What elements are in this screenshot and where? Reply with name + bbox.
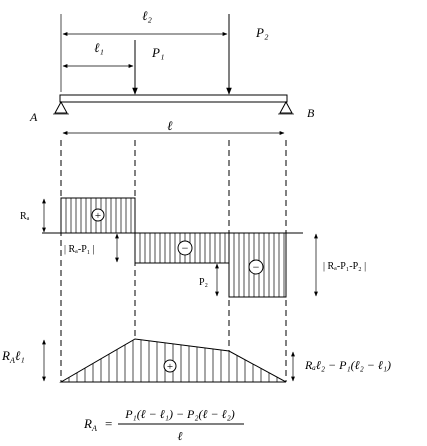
shear-negative-1-sign: − bbox=[182, 241, 189, 255]
shear-diagram: + − − Rₐ | Rₐ-P₁ | P₂ | Rₐ-P₁-P₂ | bbox=[20, 197, 366, 298]
moment-positive-sign: + bbox=[167, 361, 173, 373]
support-b-triangle bbox=[279, 100, 293, 114]
formula-lhs-base: R bbox=[83, 416, 92, 431]
shear-positive-sign-circle bbox=[91, 208, 105, 222]
shear-p2-label: P₂ bbox=[199, 277, 208, 288]
shear-ra-p1-p2-label: | Rₐ-P₁-P₂ | bbox=[323, 261, 366, 272]
formula-lhs-sub: A bbox=[91, 424, 97, 433]
moment-diagram: + RAℓ₁ Rₐℓ₂ − P₁(ℓ₂ − ℓ₁) bbox=[1, 338, 391, 383]
moment-positive-sign-circle bbox=[163, 359, 177, 373]
formula-equals: = bbox=[105, 416, 112, 431]
shear-positive-hatching bbox=[65, 198, 132, 233]
shear-negative-1-hatching bbox=[139, 233, 226, 263]
moment-left-value-sub: A bbox=[9, 356, 15, 365]
shear-negative-2-hatching bbox=[233, 233, 285, 297]
moment-polygon bbox=[59, 338, 287, 383]
shear-ra-label: Rₐ bbox=[20, 211, 30, 222]
shear-negative-1-sign-circle bbox=[177, 240, 193, 256]
shear-positive-sign: + bbox=[95, 210, 101, 222]
load-p2-label: P₂ bbox=[255, 25, 269, 40]
support-a-triangle bbox=[54, 100, 68, 114]
formula-denominator: ℓ bbox=[178, 429, 183, 443]
beam-body bbox=[59, 94, 288, 103]
shear-negative-2-sign-circle bbox=[248, 259, 264, 275]
load-p1-label: P₁ bbox=[151, 45, 164, 60]
support-a-label: A bbox=[29, 110, 38, 124]
moment-left-value: RAℓ₁ bbox=[1, 348, 25, 365]
dimension-l-label: ℓ bbox=[167, 118, 173, 133]
shear-negative-block-2 bbox=[228, 232, 287, 298]
shear-negative-2-sign: − bbox=[253, 260, 260, 274]
dimension-l1-label: ℓ₁ bbox=[94, 40, 104, 55]
reaction-formula: RA = P₁(ℓ − ℓ₁) − P₂(ℓ − ℓ₂) ℓ bbox=[83, 407, 244, 443]
formula-numerator: P₁(ℓ − ℓ₁) − P₂(ℓ − ℓ₂) bbox=[124, 407, 235, 421]
formula-lhs: RA bbox=[83, 416, 97, 433]
moment-right-value: Rₐℓ₂ − P₁(ℓ₂ − ℓ₁) bbox=[304, 358, 391, 372]
dimension-l2-label: ℓ₂ bbox=[142, 8, 152, 23]
moment-left-value-base: R bbox=[1, 348, 10, 363]
support-b-label: B bbox=[307, 106, 315, 120]
shear-ra-p1-label: | Rₐ-P₁ | bbox=[64, 244, 95, 255]
beam-section: ℓ₂ ℓ₁ P₁ P₂ A B ℓ bbox=[29, 8, 315, 135]
moment-left-value-tail: ℓ₁ bbox=[15, 348, 25, 363]
moment-hatching bbox=[68, 339, 286, 382]
